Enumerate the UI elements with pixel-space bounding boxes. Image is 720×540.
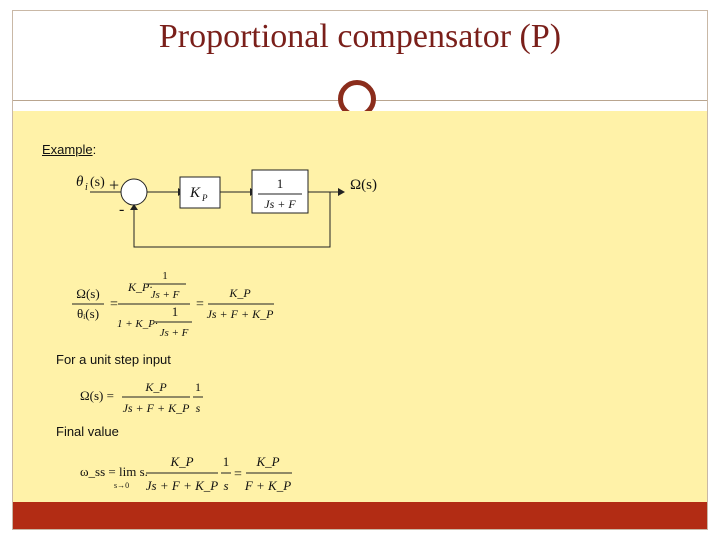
gain-sub: P [201, 193, 208, 203]
eq3-den2: s [223, 478, 228, 493]
footer-bar [13, 502, 707, 529]
eq3-den1: Js + F + K_P [146, 478, 218, 493]
unit-step-text: For a unit step input [56, 352, 171, 367]
arrow-output-icon [338, 188, 345, 196]
input-theta-symbol: θ [76, 174, 84, 190]
eq2-num2: 1 [195, 380, 201, 394]
eq1-rhs-num: K_P [228, 286, 251, 300]
content-area [13, 111, 707, 502]
eq1-lhs-den: θᵢ(s) [77, 306, 99, 321]
eq1-eq-sign-2: = [196, 297, 204, 312]
eq1-mid-den-frac: Js + F [160, 327, 189, 339]
eq1-mid-den-one: 1 [172, 304, 179, 319]
eq3-lim-sub: s→0 [114, 481, 129, 490]
eq3-lhs: ω_ss = lim s. [80, 464, 148, 479]
eq3-den3: F + K_P [244, 478, 291, 493]
slide-title: Proportional compensator (P) [158, 18, 562, 55]
summing-minus-sign: - [119, 201, 124, 218]
final-value-text: Final value [56, 424, 119, 439]
eq3-num1: K_P [169, 454, 193, 469]
summing-plus-sign: + [109, 175, 119, 195]
eq2-lhs: Ω(s) = [80, 388, 114, 403]
eq2-den1: Js + F + K_P [123, 401, 191, 415]
eq1-mid-num-frac: Js + F [151, 289, 180, 301]
eq3-num2: 1 [223, 454, 230, 469]
eq3-eq-sign: = [234, 467, 242, 482]
input-theta-arg: (s) [90, 175, 105, 190]
output-label: Ω(s) [350, 177, 377, 193]
eq2-den2: s [196, 401, 201, 415]
eq1-mid-den-prefix: 1 + K_P· [117, 318, 158, 330]
eq3-num3: K_P [255, 454, 279, 469]
eq1-rhs-den: Js + F + K_P [207, 307, 275, 321]
eq1-mid-num-top: 1 [162, 270, 168, 282]
gain-K: K [189, 185, 201, 201]
eq2-num1: K_P [144, 380, 167, 394]
eq1-lhs-num: Ω(s) [76, 286, 99, 301]
plant-denominator: Js + F [264, 197, 296, 211]
input-theta-sub: i [85, 182, 88, 193]
eq1-eq-sign: = [110, 297, 118, 312]
feedback-path [133, 192, 331, 248]
example-label: Example: [42, 142, 97, 157]
arrow-feedback-icon [130, 204, 138, 210]
plant-numerator: 1 [277, 176, 284, 191]
